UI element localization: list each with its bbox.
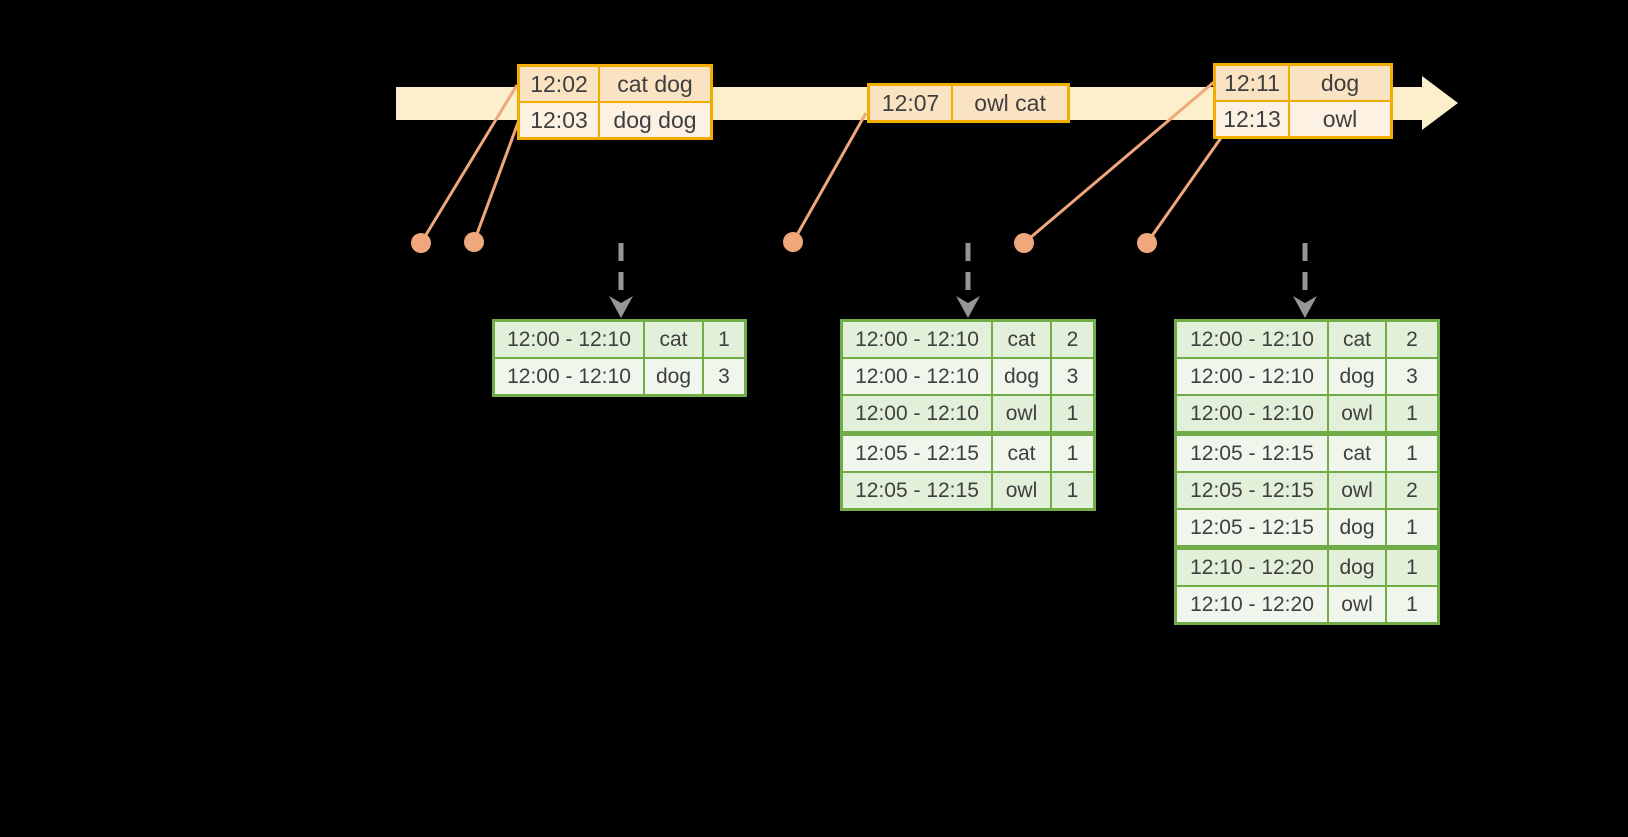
event-table-2: 12:07 owl cat — [867, 83, 1070, 123]
result-row: 12:00 - 12:10 cat 1 — [495, 322, 744, 357]
event-table-3: 12:11 dog 12:13 owl — [1213, 63, 1393, 139]
event-time-cell: 12:03 — [520, 103, 598, 137]
event-connector-line — [419, 84, 519, 244]
count-cell: 1 — [1387, 510, 1437, 545]
window-cell: 12:00 - 12:10 — [843, 396, 991, 431]
word-cell: cat — [1329, 436, 1385, 471]
event-words-cell: owl — [1290, 102, 1390, 136]
word-cell: owl — [1329, 473, 1385, 508]
event-dot — [1137, 233, 1157, 253]
event-row: 12:13 owl — [1216, 102, 1390, 136]
result-row: 12:00 - 12:10 owl 1 — [843, 396, 1093, 431]
window-cell: 12:00 - 12:10 — [1177, 322, 1327, 357]
word-cell: owl — [993, 396, 1050, 431]
count-cell: 1 — [1387, 587, 1437, 622]
count-cell: 2 — [1052, 322, 1093, 357]
window-cell: 12:00 - 12:10 — [1177, 396, 1327, 431]
event-dot — [783, 232, 803, 252]
count-cell: 3 — [704, 359, 744, 394]
word-cell: owl — [1329, 587, 1385, 622]
result-row: 12:00 - 12:10 owl 1 — [1177, 396, 1437, 431]
count-cell: 2 — [1387, 322, 1437, 357]
event-time-cell: 12:02 — [520, 67, 598, 101]
word-cell: owl — [993, 473, 1050, 508]
window-cell: 12:00 - 12:10 — [1177, 359, 1327, 394]
count-cell: 1 — [1387, 550, 1437, 585]
word-cell: dog — [993, 359, 1050, 394]
event-dot — [464, 232, 484, 252]
trigger-arrowhead-icon — [609, 296, 633, 318]
event-row: 12:02 cat dog — [520, 67, 710, 101]
result-row: 12:10 - 12:20 owl 1 — [1177, 587, 1437, 622]
result-row: 12:05 - 12:15 owl 2 — [1177, 473, 1437, 508]
word-cell: cat — [993, 322, 1050, 357]
event-words-cell: owl cat — [953, 86, 1067, 120]
result-table-2: 12:00 - 12:10 cat 2 12:00 - 12:10 dog 3 … — [840, 319, 1096, 511]
word-cell: dog — [645, 359, 702, 394]
event-words-cell: dog — [1290, 66, 1390, 100]
event-row: 12:03 dog dog — [520, 103, 710, 137]
event-connector-line — [472, 119, 521, 243]
result-row: 12:05 - 12:15 dog 1 — [1177, 510, 1437, 545]
word-cell: owl — [1329, 396, 1385, 431]
event-connector-line — [1145, 124, 1232, 244]
timeline-arrowhead-icon — [1422, 76, 1458, 130]
count-cell: 1 — [1387, 436, 1437, 471]
event-time-cell: 12:07 — [870, 86, 952, 120]
window-cell: 12:05 - 12:15 — [843, 473, 991, 508]
count-cell: 1 — [1052, 473, 1093, 508]
result-row: 12:00 - 12:10 dog 3 — [495, 359, 744, 394]
result-row: 12:10 - 12:20 dog 1 — [1177, 550, 1437, 585]
window-cell: 12:05 - 12:15 — [843, 436, 991, 471]
result-table-1: 12:00 - 12:10 cat 1 12:00 - 12:10 dog 3 — [492, 319, 747, 397]
result-row: 12:05 - 12:15 cat 1 — [843, 436, 1093, 471]
window-cell: 12:00 - 12:10 — [843, 322, 991, 357]
window-cell: 12:00 - 12:10 — [843, 359, 991, 394]
window-cell: 12:10 - 12:20 — [1177, 587, 1327, 622]
event-table-1: 12:02 cat dog 12:03 dog dog — [517, 64, 713, 140]
result-row: 12:05 - 12:15 owl 1 — [843, 473, 1093, 508]
word-cell: dog — [1329, 510, 1385, 545]
count-cell: 2 — [1387, 473, 1437, 508]
word-cell: cat — [993, 436, 1050, 471]
event-connector-line — [791, 112, 868, 243]
event-words-cell: dog dog — [600, 103, 710, 137]
word-cell: dog — [1329, 359, 1385, 394]
event-time-cell: 12:13 — [1216, 102, 1288, 136]
word-cell: cat — [1329, 322, 1385, 357]
count-cell: 3 — [1052, 359, 1093, 394]
count-cell: 1 — [1052, 436, 1093, 471]
event-words-cell: cat dog — [600, 67, 710, 101]
trigger-arrowhead-icon — [1293, 296, 1317, 318]
event-dot — [411, 233, 431, 253]
word-cell: dog — [1329, 550, 1385, 585]
window-cell: 12:10 - 12:20 — [1177, 550, 1327, 585]
window-cell: 12:00 - 12:10 — [495, 359, 643, 394]
window-cell: 12:05 - 12:15 — [1177, 510, 1327, 545]
result-row: 12:00 - 12:10 cat 2 — [843, 322, 1093, 357]
trigger-arrowhead-icon — [956, 296, 980, 318]
word-cell: cat — [645, 322, 702, 357]
event-dot — [1014, 233, 1034, 253]
window-cell: 12:00 - 12:10 — [495, 322, 643, 357]
result-table-3: 12:00 - 12:10 cat 2 12:00 - 12:10 dog 3 … — [1174, 319, 1440, 625]
result-row: 12:00 - 12:10 dog 3 — [843, 359, 1093, 394]
event-row: 12:07 owl cat — [870, 86, 1067, 120]
result-row: 12:00 - 12:10 dog 3 — [1177, 359, 1437, 394]
count-cell: 1 — [1387, 396, 1437, 431]
count-cell: 1 — [1052, 396, 1093, 431]
event-connector-line — [1023, 80, 1215, 245]
event-row: 12:11 dog — [1216, 66, 1390, 100]
window-cell: 12:05 - 12:15 — [1177, 473, 1327, 508]
window-cell: 12:05 - 12:15 — [1177, 436, 1327, 471]
count-cell: 3 — [1387, 359, 1437, 394]
result-row: 12:00 - 12:10 cat 2 — [1177, 322, 1437, 357]
result-row: 12:05 - 12:15 cat 1 — [1177, 436, 1437, 471]
event-time-cell: 12:11 — [1216, 66, 1288, 100]
count-cell: 1 — [704, 322, 744, 357]
